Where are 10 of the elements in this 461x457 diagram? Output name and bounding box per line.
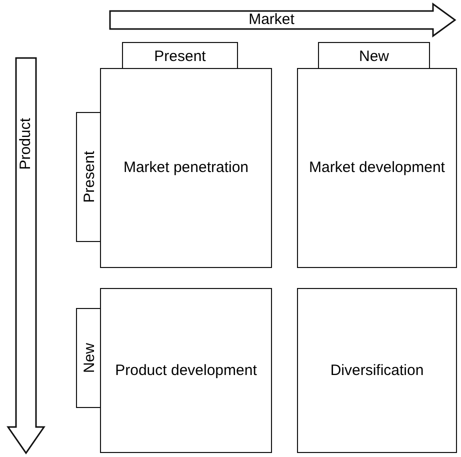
strategy-box: Diversification: [297, 288, 457, 453]
strategy-box: Market development: [297, 68, 457, 268]
row-header-tab: Present: [76, 112, 102, 242]
row-header-tab: New: [76, 308, 102, 408]
axis-label: Product: [17, 118, 34, 170]
strategy-box: Market penetration: [100, 68, 272, 268]
axis-label: Market: [248, 11, 296, 28]
column-header-tab: New: [318, 42, 430, 70]
strategy-box: Product development: [100, 288, 272, 453]
column-header-tab: Present: [122, 42, 238, 70]
